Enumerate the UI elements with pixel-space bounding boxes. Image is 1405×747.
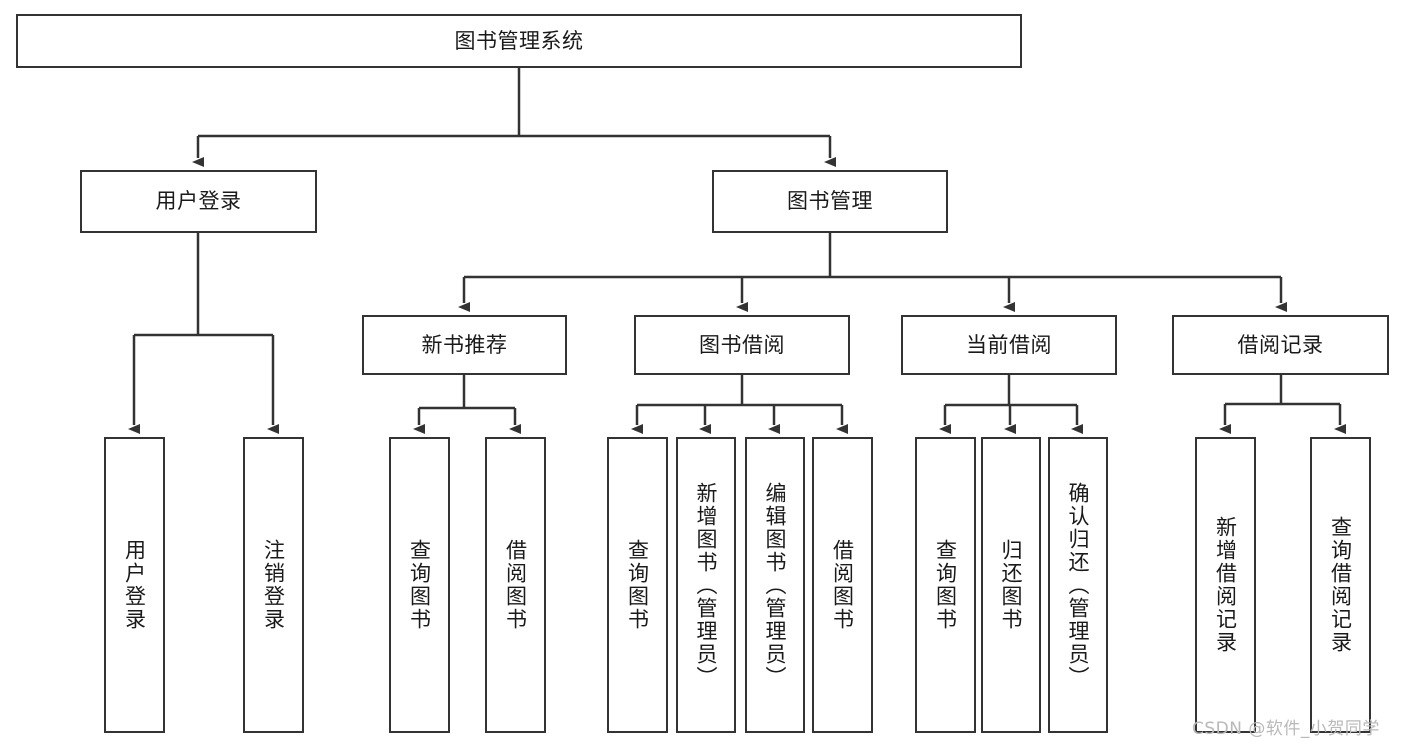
edge-root-to-level2 [192,68,836,167]
node-leaf-edit-book[interactable]: 编辑图书（管理员） [745,437,805,733]
node-leaf-user-login-label: 用户登录 [122,539,147,631]
node-leaf-user-login[interactable]: 用户登录 [104,437,165,733]
node-leaf-add-record-label: 新增借阅记录 [1213,516,1238,654]
node-leaf-return-book[interactable]: 归还图书 [981,437,1041,733]
node-new-book-rec[interactable]: 新书推荐 [362,315,567,375]
node-leaf-logout-label: 注销登录 [261,539,286,631]
node-book-manage-label: 图书管理 [787,189,873,214]
node-user-login-label: 用户登录 [155,189,242,214]
node-leaf-query-book-1[interactable]: 查询图书 [389,437,450,733]
edge-bookborrow-to-leaves [631,375,848,434]
node-book-borrow-label: 图书借阅 [699,332,785,357]
node-leaf-return-book-label: 归还图书 [999,539,1024,631]
csdn-watermark: CSDN @软件_小贺同学 [1192,719,1380,739]
node-root[interactable]: 图书管理系统 [16,14,1022,68]
node-leaf-borrow-book-2-label: 借阅图书 [830,539,855,631]
node-leaf-add-book[interactable]: 新增图书（管理员） [676,437,736,733]
edge-bookmanage-to-level3 [458,233,1287,312]
node-leaf-query-book-1-label: 查询图书 [407,539,432,631]
node-leaf-query-book-2-label: 查询图书 [625,539,650,631]
edge-currentborrow-to-leaves [939,375,1083,434]
node-current-borrow-label: 当前借阅 [966,332,1052,357]
node-user-login[interactable]: 用户登录 [80,170,317,233]
node-borrow-record-label: 借阅记录 [1237,332,1324,357]
node-current-borrow[interactable]: 当前借阅 [901,315,1117,375]
node-borrow-record[interactable]: 借阅记录 [1172,315,1389,375]
node-book-borrow[interactable]: 图书借阅 [634,315,850,375]
node-leaf-borrow-book-1-label: 借阅图书 [503,539,528,631]
node-leaf-borrow-book-2[interactable]: 借阅图书 [812,437,873,733]
edge-newbookrec-to-leaves [413,375,521,434]
node-leaf-add-book-label: 新增图书（管理员） [694,481,719,689]
node-leaf-logout[interactable]: 注销登录 [243,437,304,733]
node-leaf-borrow-book-1[interactable]: 借阅图书 [485,437,546,733]
node-leaf-query-record-label: 查询借阅记录 [1328,516,1353,654]
node-leaf-query-book-3[interactable]: 查询图书 [915,437,976,733]
node-root-label: 图书管理系统 [454,28,584,53]
node-leaf-edit-book-label: 编辑图书（管理员） [763,481,788,689]
edge-userlogin-to-leaves [128,233,279,434]
node-leaf-query-record[interactable]: 查询借阅记录 [1310,437,1371,733]
node-leaf-add-record[interactable]: 新增借阅记录 [1195,437,1256,733]
edge-borrowrecord-to-leaves [1219,375,1346,434]
node-leaf-confirm-return[interactable]: 确认归还（管理员） [1048,437,1108,733]
node-book-manage[interactable]: 图书管理 [712,170,948,233]
node-leaf-confirm-return-label: 确认归还（管理员） [1066,481,1091,689]
node-leaf-query-book-2[interactable]: 查询图书 [607,437,668,733]
node-leaf-query-book-3-label: 查询图书 [933,539,958,631]
node-new-book-rec-label: 新书推荐 [421,332,508,357]
